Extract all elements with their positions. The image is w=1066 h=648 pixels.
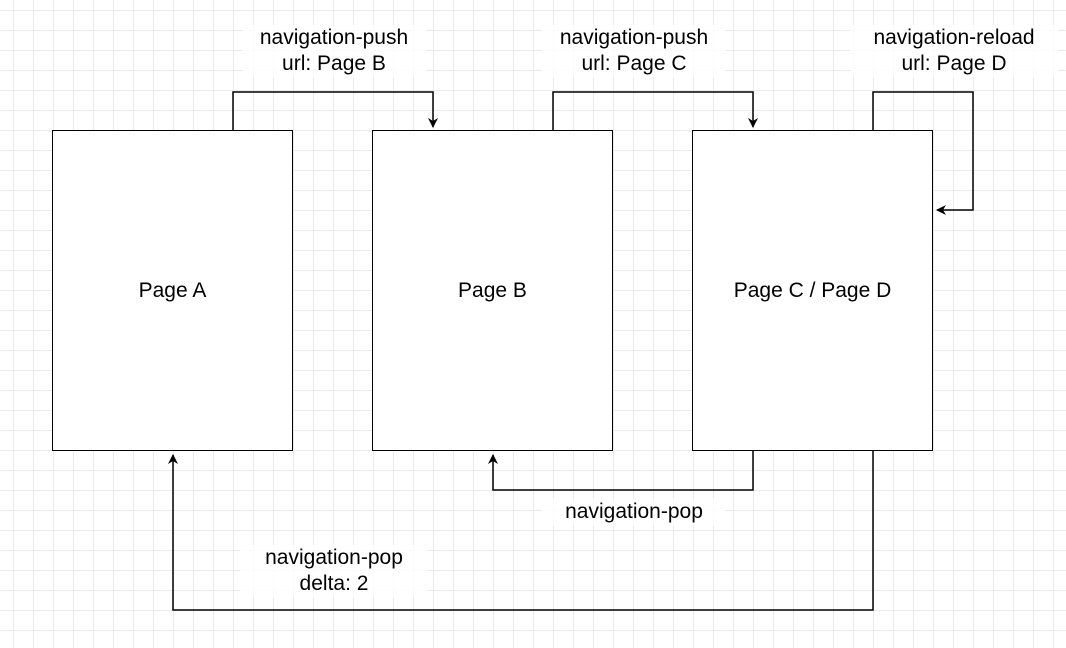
edge-label-line: delta: 2 [299,572,369,595]
page-a-box[interactable]: Page A [52,130,293,451]
edge-label-push-page-c: navigation-push url: Page C [542,25,726,77]
edge-label-push-page-b: navigation-push url: Page B [242,25,426,77]
page-b-label: Page B [458,279,527,302]
page-c-d-box[interactable]: Page C / Page D [692,130,933,451]
edge-label-line: navigation-push [559,26,709,49]
edge-push-page-b [232,91,438,131]
edge-label-line: navigation-push [259,26,409,49]
edge-label-line: navigation-pop [565,500,703,523]
edge-label-pop-page-b: navigation-pop [542,499,726,525]
edge-label-reload-page-d: navigation-reload url: Page D [850,25,1058,77]
page-c-d-label: Page C / Page D [733,279,892,302]
edge-label-line: navigation-reload [873,26,1035,49]
edge-pop-page-a [168,451,874,611]
edge-label-line: url: Page B [282,52,386,75]
edge-label-line: url: Page C [581,52,687,75]
page-a-label: Page A [138,279,207,302]
edge-push-page-c [552,91,758,131]
edge-label-pop-page-a: navigation-pop delta: 2 [240,545,428,597]
edge-pop-page-b [488,451,754,491]
page-b-box[interactable]: Page B [372,130,613,451]
edge-label-line: navigation-pop [265,546,403,569]
edge-label-line: url: Page D [901,52,1007,75]
edge-reload-page-d [872,91,974,215]
